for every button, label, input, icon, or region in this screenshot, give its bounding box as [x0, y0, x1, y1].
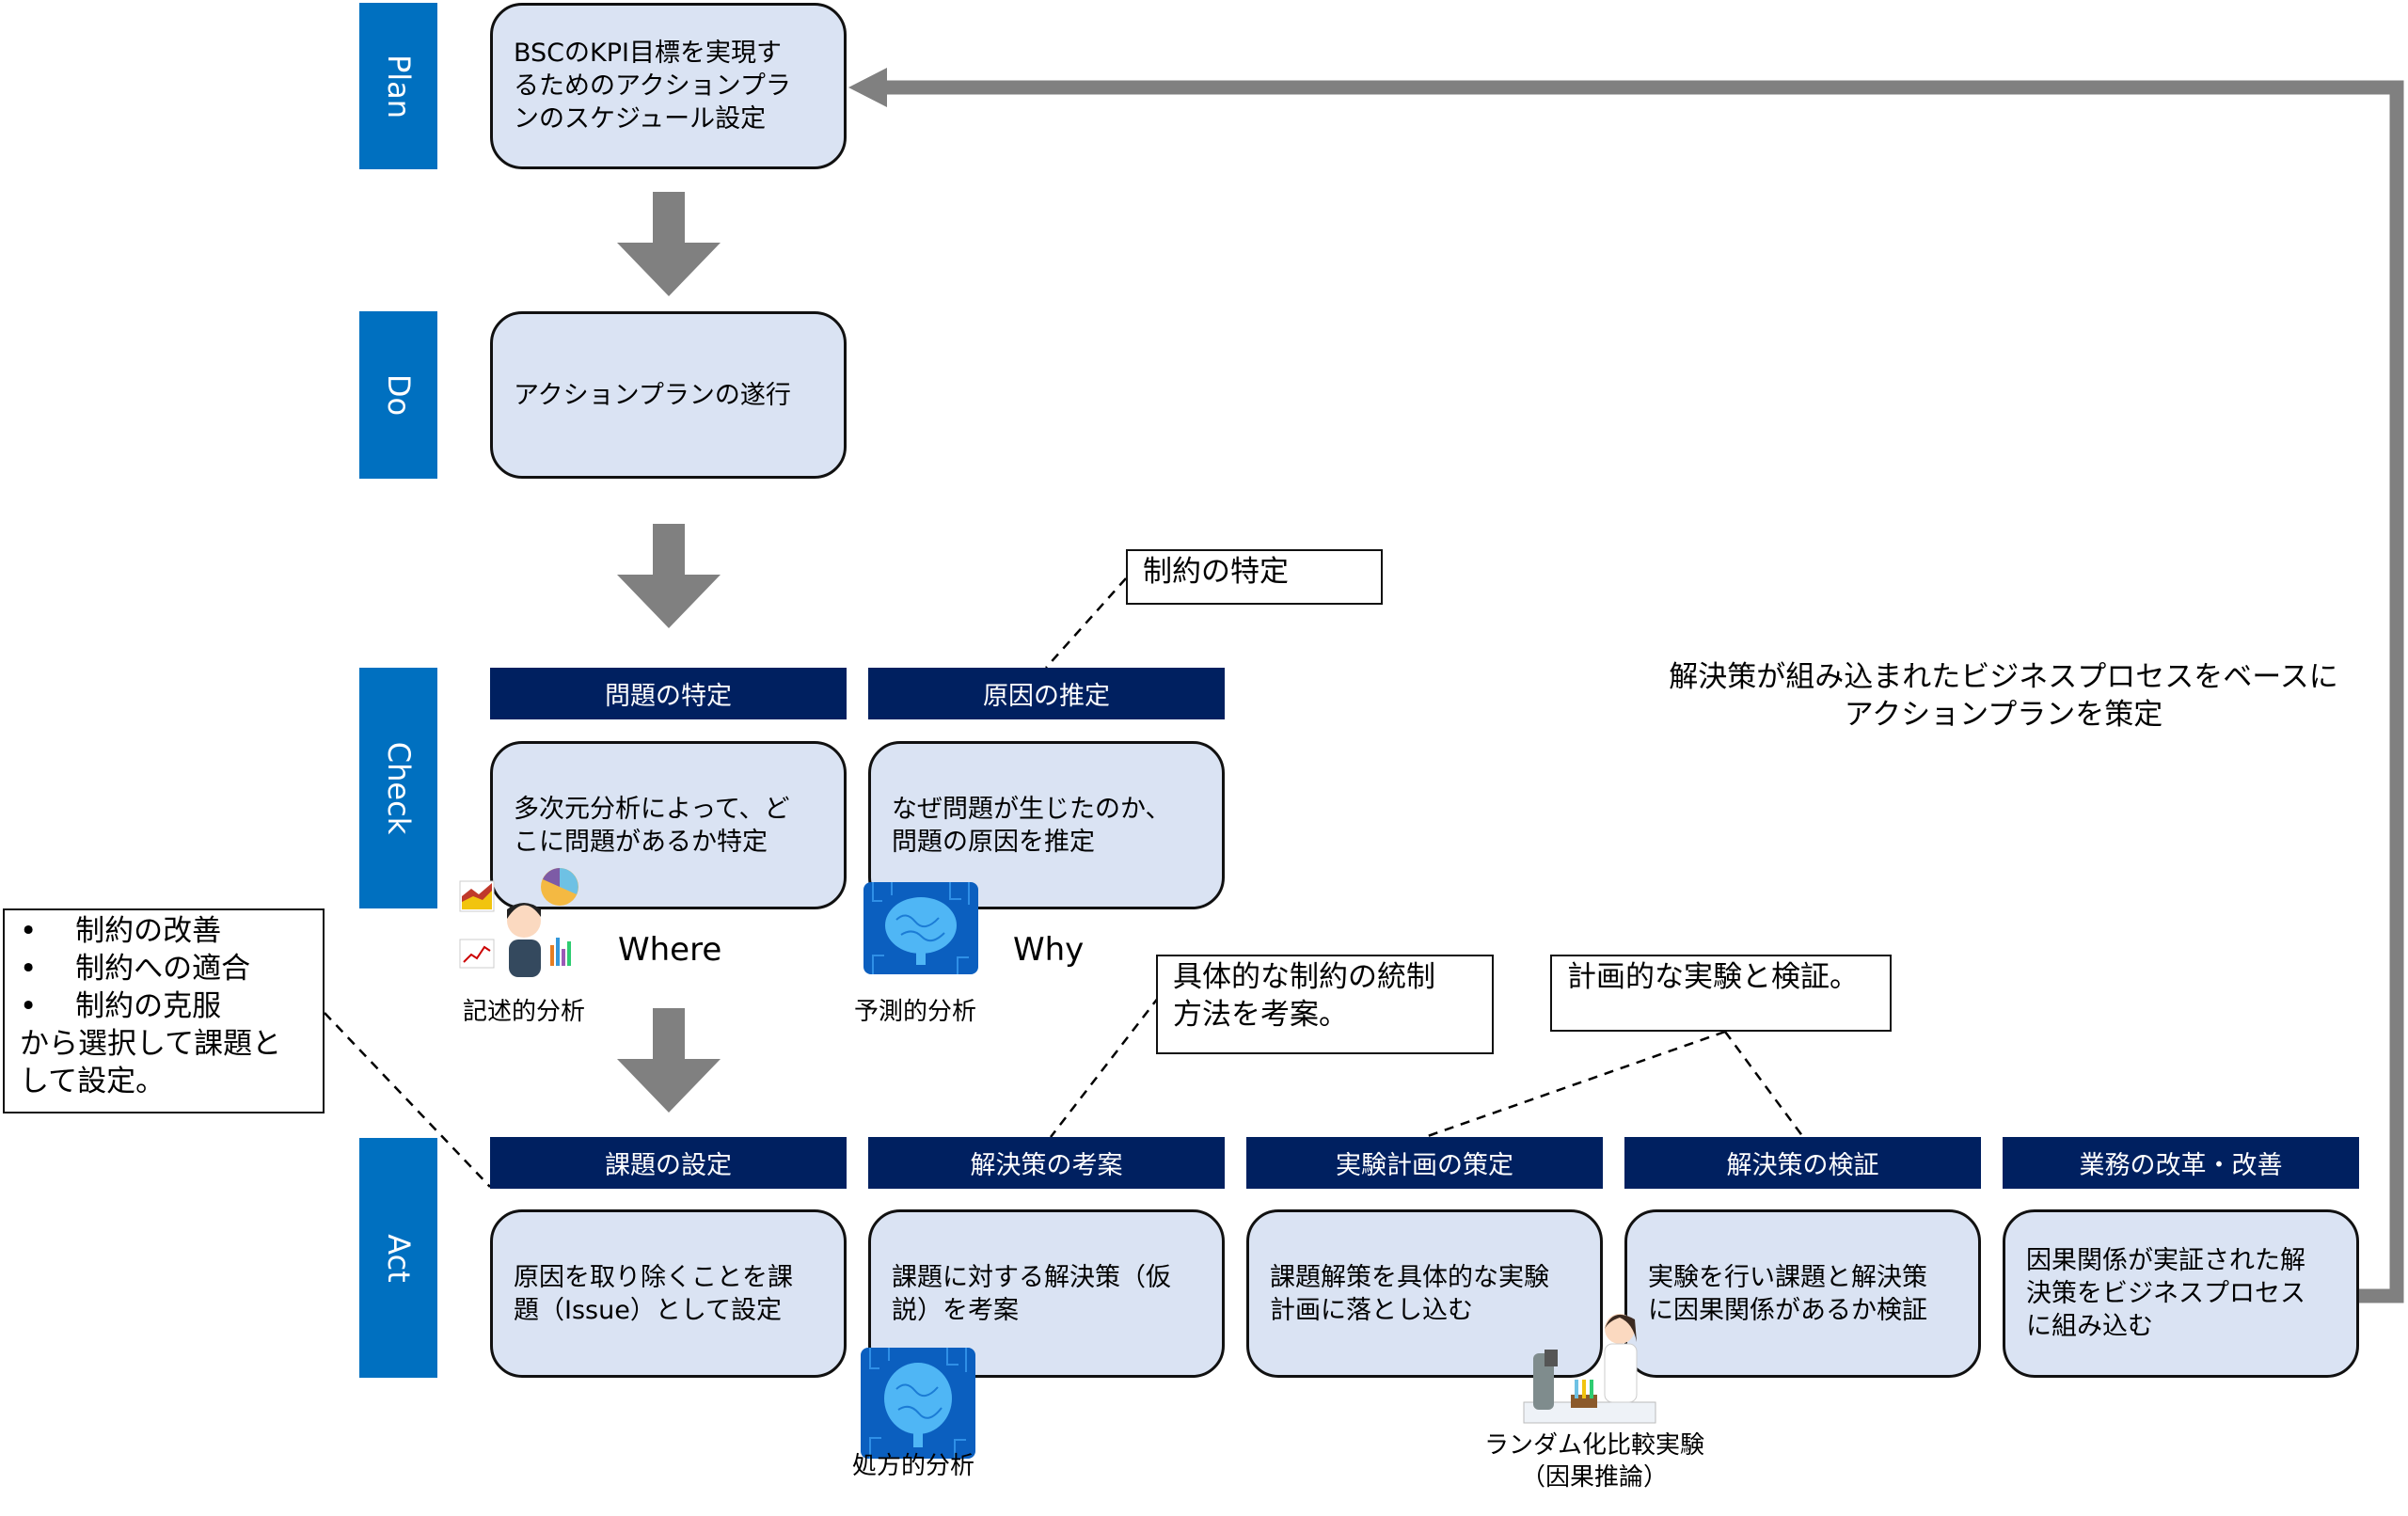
phase-act: Act: [359, 1138, 437, 1378]
arrow-plan-to-do: [617, 192, 721, 296]
act-header-improvement: 業務の改革・改善: [2003, 1137, 2359, 1189]
check-box-problem-text: 多次元分析によって、ど こに問題があるか特定: [514, 794, 790, 857]
scientist-illustration-icon: [1518, 1301, 1659, 1428]
check-header-problem: 問題の特定: [490, 668, 847, 719]
act-box-solution-text: 課題に対する解決策（仮 説）を考案: [892, 1262, 1171, 1325]
act-box-issue: 原因を取り除くことを課 題（Issue）として設定: [490, 1209, 847, 1378]
check-header-cause: 原因の推定: [868, 668, 1225, 719]
arrow-do-to-check: [617, 524, 721, 628]
note-planned-experiment: 計画的な実験と検証。: [1550, 955, 1892, 1032]
phase-check: Check: [359, 668, 437, 908]
act-header-verification: 解決策の検証: [1624, 1137, 1981, 1189]
why-label: Why: [1013, 931, 1085, 969]
phase-check-label: Check: [380, 741, 417, 835]
callout-line-experiment-verify: [1723, 1031, 1805, 1138]
callout-line-constraint-options: [324, 1012, 491, 1188]
callout-line-experiment-plan: [1424, 1030, 1726, 1139]
phase-do-label: Do: [380, 373, 417, 417]
where-label: Where: [618, 931, 722, 969]
act-box-verification: 実験を行い課題と解決策 に因果関係があるか検証: [1624, 1209, 1981, 1378]
act-header-issue: 課題の設定: [490, 1137, 847, 1189]
act-header-experiment-plan: 実験計画の策定: [1246, 1137, 1603, 1189]
phase-plan-label: Plan: [380, 54, 417, 118]
brain-icon-predictive: [863, 882, 978, 974]
note-constraint-options: • 制約の改善 • 制約への適合 • 制約の克服 から選択して課題と して設定。: [3, 908, 325, 1113]
phase-do: Do: [359, 311, 437, 479]
feedback-loop-line: [884, 80, 2404, 1303]
plan-box: BSCのKPI目標を実現す るためのアクションプラ ンのスケジュール設定: [490, 3, 847, 169]
note-constraint-identify: 制約の特定: [1126, 549, 1383, 605]
do-box-text: アクションプランの遂行: [514, 380, 791, 410]
act-header-solution: 解決策の考案: [868, 1137, 1225, 1189]
do-box: アクションプランの遂行: [490, 311, 847, 479]
feedback-text: 解決策が組み込まれたビジネスプロセスをベースに アクションプランを策定: [1669, 660, 2338, 732]
check-box-cause-text: なぜ問題が生じたのか、 問題の原因を推定: [892, 794, 1171, 857]
act-box-experiment-plan-text: 課題解策を具体的な実験 計画に落とし込む: [1270, 1262, 1549, 1325]
descriptive-analysis-label: 記述的分析: [463, 998, 586, 1026]
check-box-cause: なぜ問題が生じたのか、 問題の原因を推定: [868, 741, 1225, 909]
act-box-issue-text: 原因を取り除くことを課 題（Issue）として設定: [514, 1262, 793, 1325]
check-box-problem: 多次元分析によって、ど こに問題があるか特定: [490, 741, 847, 909]
feedback-arrow-head: [848, 68, 887, 107]
act-box-experiment-plan: 課題解策を具体的な実験 計画に落とし込む: [1246, 1209, 1603, 1378]
act-box-verification-text: 実験を行い課題と解決策 に因果関係があるか検証: [1648, 1262, 1927, 1325]
prescriptive-analysis-label: 処方的分析: [852, 1452, 975, 1480]
phase-plan: Plan: [359, 3, 437, 169]
act-box-improvement-text: 因果関係が実証された解 決策をビジネスプロセス に組み込む: [2026, 1246, 2305, 1341]
note-control-method: 具体的な制約の統制 方法を考案。: [1156, 955, 1494, 1054]
plan-box-text: BSCのKPI目標を実現す るためのアクションプラ ンのスケジュール設定: [514, 39, 791, 134]
phase-act-label: Act: [380, 1233, 417, 1283]
analyst-illustration-icon: [458, 862, 590, 980]
callout-line-constraint-identify: [1045, 577, 1127, 669]
arrow-check-to-act: [617, 1008, 721, 1113]
rct-label: ランダム化比較実験 （因果推論）: [1484, 1431, 1705, 1492]
callout-line-control-method: [1050, 996, 1160, 1138]
predictive-analysis-label: 予測的分析: [854, 998, 977, 1026]
act-box-improvement: 因果関係が実証された解 決策をビジネスプロセス に組み込む: [2003, 1209, 2359, 1378]
brain-icon-prescriptive: [861, 1348, 975, 1459]
